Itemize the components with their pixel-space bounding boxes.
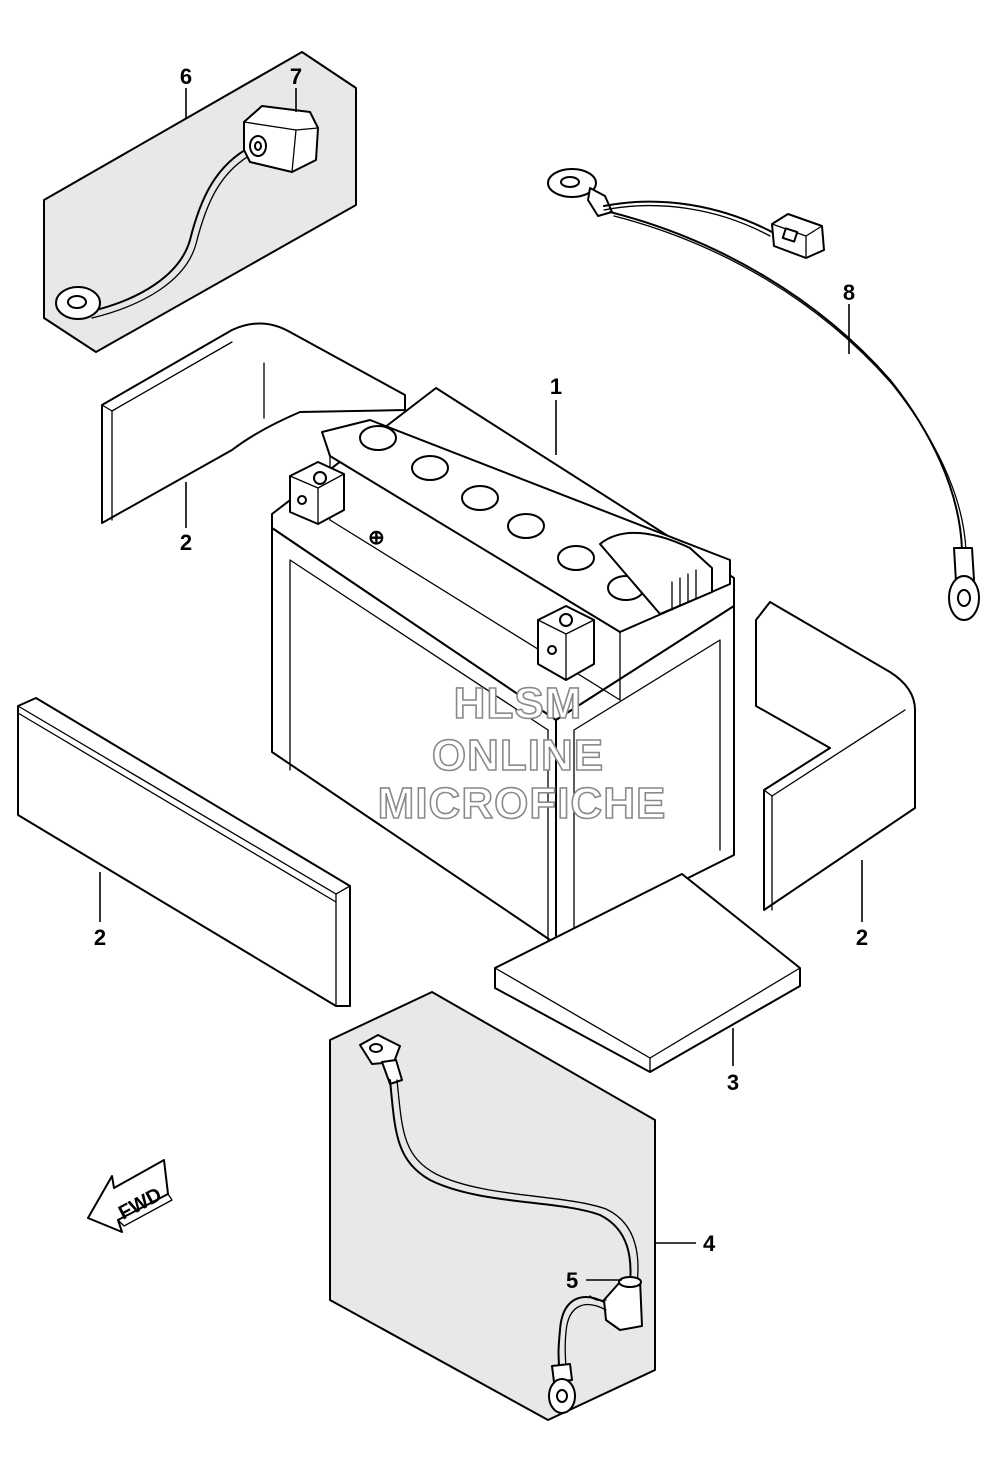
plus-mark: ⊕ — [368, 527, 385, 549]
callout-4: 4 — [703, 1231, 716, 1256]
battery-tray-pad-part — [494, 873, 801, 1073]
callout-7: 7 — [290, 64, 302, 89]
callout-2-left: 2 — [94, 925, 106, 950]
negative-terminal — [537, 605, 595, 681]
callout-1: 1 — [550, 374, 562, 399]
callout-5: 5 — [566, 1268, 578, 1293]
callout-6: 6 — [180, 64, 192, 89]
watermark-line1: HLSM — [454, 679, 583, 728]
pad-top-left-part — [101, 322, 406, 524]
fwd-arrow-icon: FWD — [87, 1159, 173, 1233]
pad-right-part — [755, 601, 916, 911]
watermark: HLSM ONLINE MICROFICHE — [377, 678, 667, 829]
callout-2-right: 2 — [856, 925, 868, 950]
callout-8: 8 — [843, 280, 855, 305]
terminal-cover-part — [243, 105, 319, 173]
callout-layer: 1 2 2 2 3 4 5 6 7 8 — [94, 64, 868, 1293]
watermark-line2: ONLINE — [432, 731, 604, 780]
harness-lead-part — [547, 168, 980, 621]
watermark-line3: MICROFICHE — [378, 779, 667, 828]
harness-connector — [771, 213, 825, 259]
callout-2-top: 2 — [180, 530, 192, 555]
battery-part: ⊕ — [271, 387, 735, 945]
pad-left-part — [17, 697, 351, 1007]
positive-terminal — [289, 461, 345, 525]
negative-cable-panel — [329, 991, 656, 1421]
starter-cable-set-panel — [43, 51, 357, 353]
cable-cap-part — [589, 1276, 643, 1331]
callout-3: 3 — [727, 1070, 739, 1095]
